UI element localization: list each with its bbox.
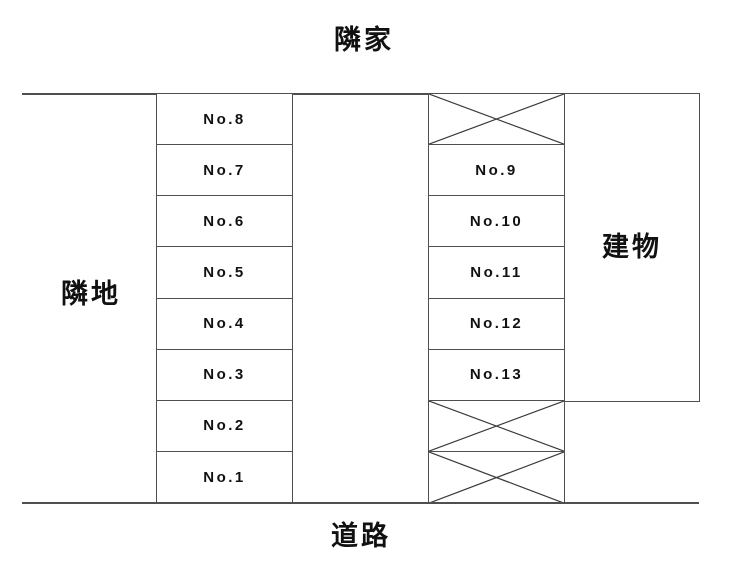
x-mark-icon (429, 94, 564, 144)
parking-space-no9: No.9 (429, 145, 564, 197)
building-box: 建物 (564, 93, 700, 402)
parking-space-label: No.8 (203, 110, 246, 128)
parking-space-label: No.2 (203, 417, 246, 435)
parking-space-label: No.10 (469, 212, 524, 230)
x-mark-icon (429, 452, 564, 503)
parking-space-label: No.3 (203, 366, 246, 384)
right-parking-column: No.9 No.10 No.11 No.12 No.13 (428, 93, 565, 504)
parking-space-label: No.11 (470, 263, 523, 281)
left-parking-column: No.8 No.7 No.6 No.5 No.4 No.3 No.2 No.1 (156, 93, 293, 504)
x-mark-icon (429, 401, 564, 451)
road-boundary-line (22, 502, 699, 504)
parking-space-no8: No.8 (157, 94, 292, 146)
parking-space-no4: No.4 (157, 299, 292, 350)
parking-space-no2: No.2 (157, 401, 292, 452)
top-boundary-line (22, 93, 700, 95)
parking-space-label: No.13 (469, 366, 524, 384)
parking-space-no6: No.6 (157, 196, 292, 248)
parking-space-no7: No.7 (157, 145, 292, 197)
crossed-cell (429, 94, 564, 146)
parking-space-no13: No.13 (429, 350, 564, 401)
crossed-cell (429, 401, 564, 452)
parking-space-no5: No.5 (157, 247, 292, 299)
parking-space-label: No.5 (203, 263, 246, 281)
neighbor-land-label: 隣地 (61, 279, 121, 309)
parking-space-label: No.9 (475, 161, 518, 179)
parking-space-no3: No.3 (157, 350, 292, 401)
parking-space-no10: No.10 (429, 196, 564, 248)
parking-space-label: No.12 (469, 315, 524, 333)
road-label: 道路 (331, 521, 391, 551)
parking-space-no11: No.11 (429, 247, 564, 299)
crossed-cell (429, 452, 564, 503)
parking-space-no12: No.12 (429, 299, 564, 350)
parking-space-label: No.7 (203, 161, 246, 179)
parking-space-label: No.4 (203, 315, 246, 333)
neighbor-house-label: 隣家 (334, 25, 394, 55)
parking-space-label: No.6 (203, 212, 246, 230)
parking-space-no1: No.1 (157, 452, 292, 503)
building-label: 建物 (602, 232, 662, 262)
parking-space-label: No.1 (203, 468, 246, 486)
